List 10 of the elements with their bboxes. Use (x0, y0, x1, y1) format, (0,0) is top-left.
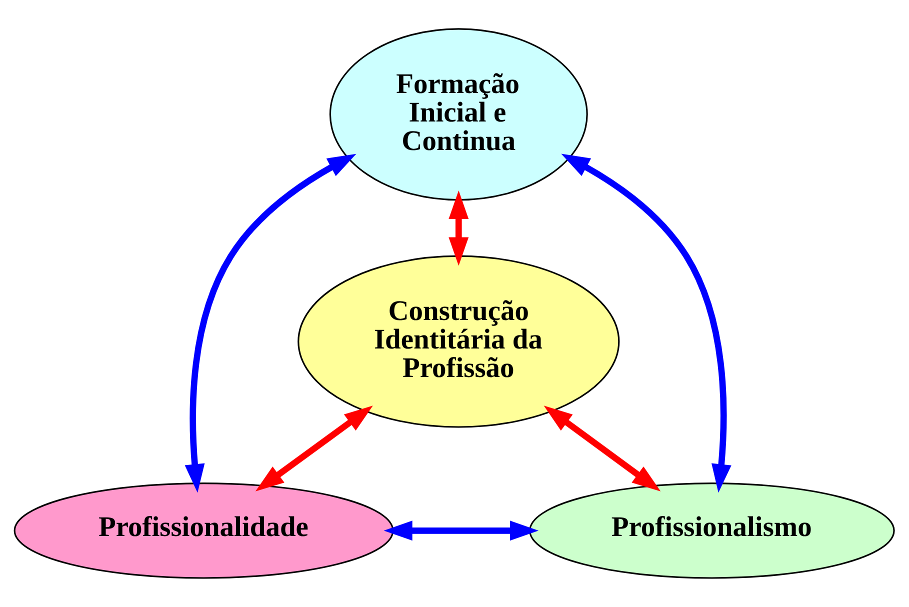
arrow (184, 154, 356, 493)
arrow (384, 520, 539, 541)
node-ellipse: Construção Identitária da Profissão (298, 255, 620, 428)
node-ellipse: Profissionalismo (529, 482, 895, 579)
node-ellipse: Formação Inicial e Continua (329, 28, 588, 201)
arrow (255, 406, 373, 492)
arrow (561, 154, 732, 493)
node-ellipse: Profissionalidade (14, 482, 394, 579)
arrow (544, 406, 661, 492)
arrow (448, 190, 469, 266)
